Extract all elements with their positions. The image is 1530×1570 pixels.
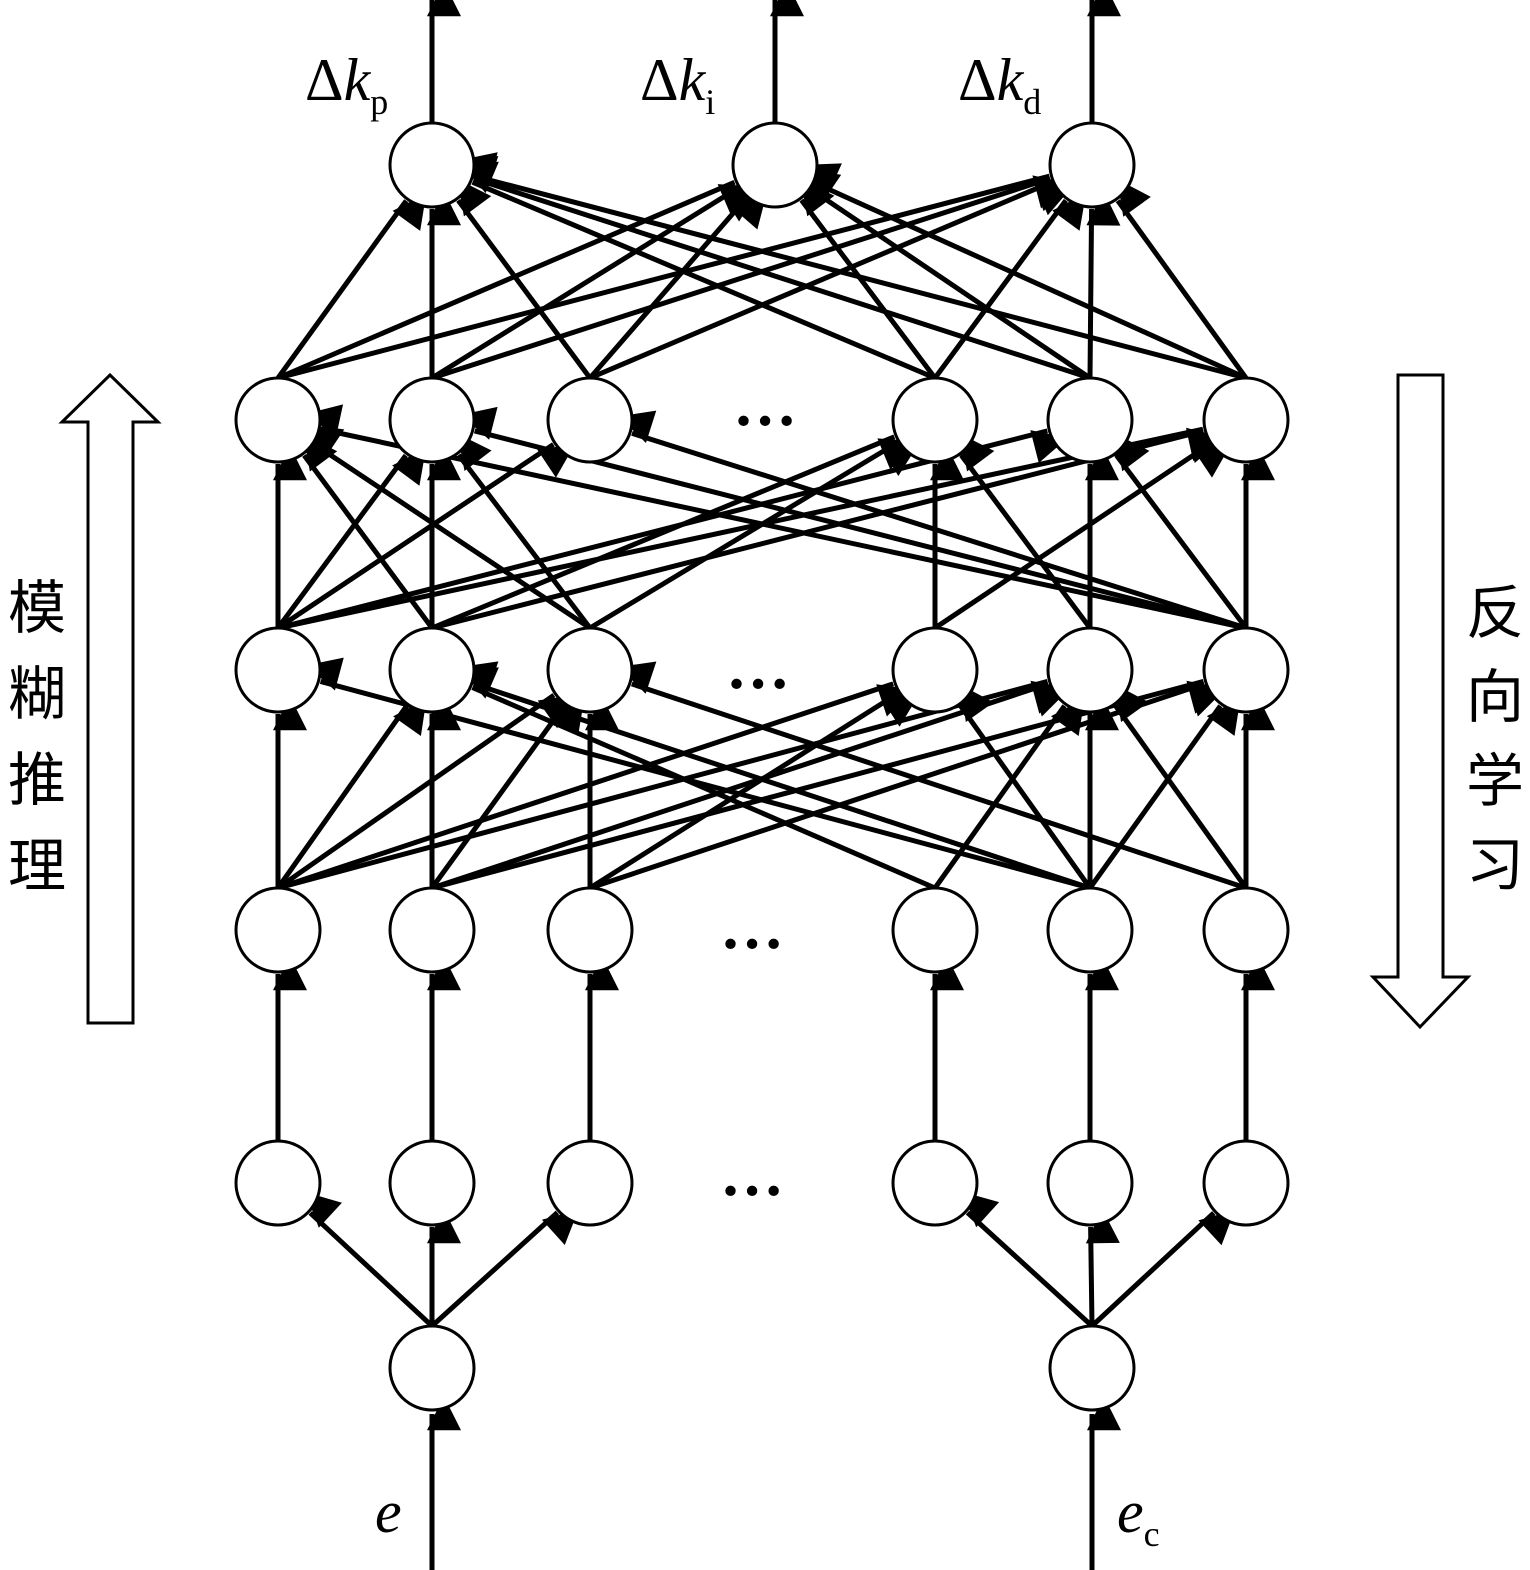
edge-to-output (803, 163, 1248, 381)
edge-rule-to-norm (275, 698, 427, 890)
node-l1-4 (1046, 1139, 1134, 1227)
edge-rule-to-norm (277, 681, 914, 891)
edge-rule-to-norm (618, 661, 1247, 891)
edge-to-output (799, 178, 937, 380)
node-l2-1 (388, 886, 476, 974)
node-l4-3 (891, 376, 979, 464)
node-l4-0 (234, 376, 322, 464)
edge-norm-to-defuzz (275, 448, 426, 630)
edge-to-output (1086, 191, 1121, 379)
edge-e-to-membership (430, 1209, 579, 1328)
fuzzy-inference-label: 模糊推理 (8, 574, 66, 900)
edge-rule-to-norm (460, 667, 936, 891)
edge-norm-to-defuzz (431, 428, 1224, 631)
node-l3-3 (891, 626, 979, 714)
node-l4-5 (1202, 376, 1290, 464)
edge-norm-to-defuzz (306, 404, 1247, 631)
edge-to-output (430, 186, 759, 381)
edge-to-output (588, 192, 767, 380)
node-l2-5 (1202, 886, 1290, 974)
edge-norm-to-defuzz (1114, 433, 1249, 630)
edge-rule-to-norm (1113, 684, 1249, 890)
edge-norm-to-defuzz (933, 442, 1231, 631)
ellipsis-layer-2: … (733, 368, 797, 439)
edge-to-output (460, 161, 936, 381)
node-l0-1 (1048, 1324, 1136, 1412)
ellipsis-layer-5: … (720, 1138, 784, 1209)
edge-rule-to-norm (460, 661, 1091, 891)
network-nodes (234, 121, 1290, 1412)
edge-norm-to-defuzz (431, 434, 916, 631)
node-l5-0 (388, 121, 476, 209)
edge-norm-to-defuzz (959, 433, 1093, 630)
edge-to-output (460, 155, 1091, 381)
edge-to-output (460, 152, 1247, 381)
node-l2-4 (1046, 886, 1134, 974)
edge-to-output (275, 193, 427, 380)
node-l1-0 (234, 1139, 322, 1227)
edge-to-output (589, 179, 1073, 381)
connection-edges (273, 0, 1276, 1570)
edge-norm-to-defuzz (588, 440, 919, 631)
node-l5-1 (731, 121, 819, 209)
node-l4-2 (546, 376, 634, 464)
edge-rule-to-norm (431, 681, 1069, 891)
node-l3-1 (388, 626, 476, 714)
ellipsis-layer-3: … (726, 631, 790, 702)
node-l2-2 (546, 886, 634, 974)
edge-rule-to-norm (429, 698, 585, 890)
edge-norm-to-defuzz (618, 410, 1247, 631)
node-l4-1 (388, 376, 476, 464)
edge-to-output (277, 173, 1070, 381)
edge-norm-to-defuzz (302, 433, 435, 630)
edge-rule-to-norm (588, 691, 920, 891)
edge-ec-to-membership (1085, 1209, 1120, 1327)
node-l1-5 (1202, 1139, 1290, 1227)
edge-rule-to-norm (306, 657, 1091, 891)
node-l5-2 (1048, 121, 1136, 209)
edge-rule-to-norm (1087, 698, 1241, 890)
ellipsis-layer-4: … (720, 891, 784, 962)
edge-ec-to-membership (962, 1191, 1094, 1328)
edge-to-output (431, 176, 1071, 381)
input-label-ec: ec (1117, 1479, 1160, 1554)
edge-e-to-membership (305, 1192, 434, 1328)
node-l1-1 (388, 1139, 476, 1227)
edge-rule-to-norm (958, 684, 1093, 890)
backward-learning-label: 反向学习 (1466, 579, 1524, 899)
output-label-kd: Δkd (958, 47, 1041, 122)
edge-rule-to-norm (277, 678, 1068, 891)
input-label-e: e (375, 1479, 402, 1545)
node-l3-2 (546, 626, 634, 714)
edge-norm-to-defuzz (276, 442, 575, 631)
node-l4-4 (1046, 376, 1134, 464)
edge-rule-to-norm (276, 693, 576, 891)
fuzzy-inference-up-arrow (58, 372, 162, 1025)
edge-ec-to-membership (1090, 1209, 1235, 1328)
edge-to-output (932, 193, 1087, 380)
node-l1-2 (546, 1139, 634, 1227)
node-l2-3 (891, 886, 979, 974)
node-l3-4 (1046, 626, 1134, 714)
node-l3-0 (234, 626, 322, 714)
edge-to-output (803, 169, 1092, 381)
node-l1-3 (891, 1139, 979, 1227)
node-l2-0 (234, 886, 322, 974)
node-l3-5 (1202, 626, 1290, 714)
edge-to-output (1115, 179, 1249, 380)
node-l0-0 (388, 1324, 476, 1412)
output-label-ki: Δki (640, 47, 715, 122)
edge-norm-to-defuzz (460, 406, 1247, 631)
edge-to-output (456, 178, 593, 380)
edge-norm-to-defuzz (306, 424, 592, 631)
edge-norm-to-defuzz (456, 433, 592, 630)
edge-rule-to-norm (932, 698, 1085, 890)
output-label-kp: Δkp (305, 47, 388, 122)
edge-to-output (277, 180, 756, 381)
backward-learning-down-arrow (1369, 373, 1472, 1030)
